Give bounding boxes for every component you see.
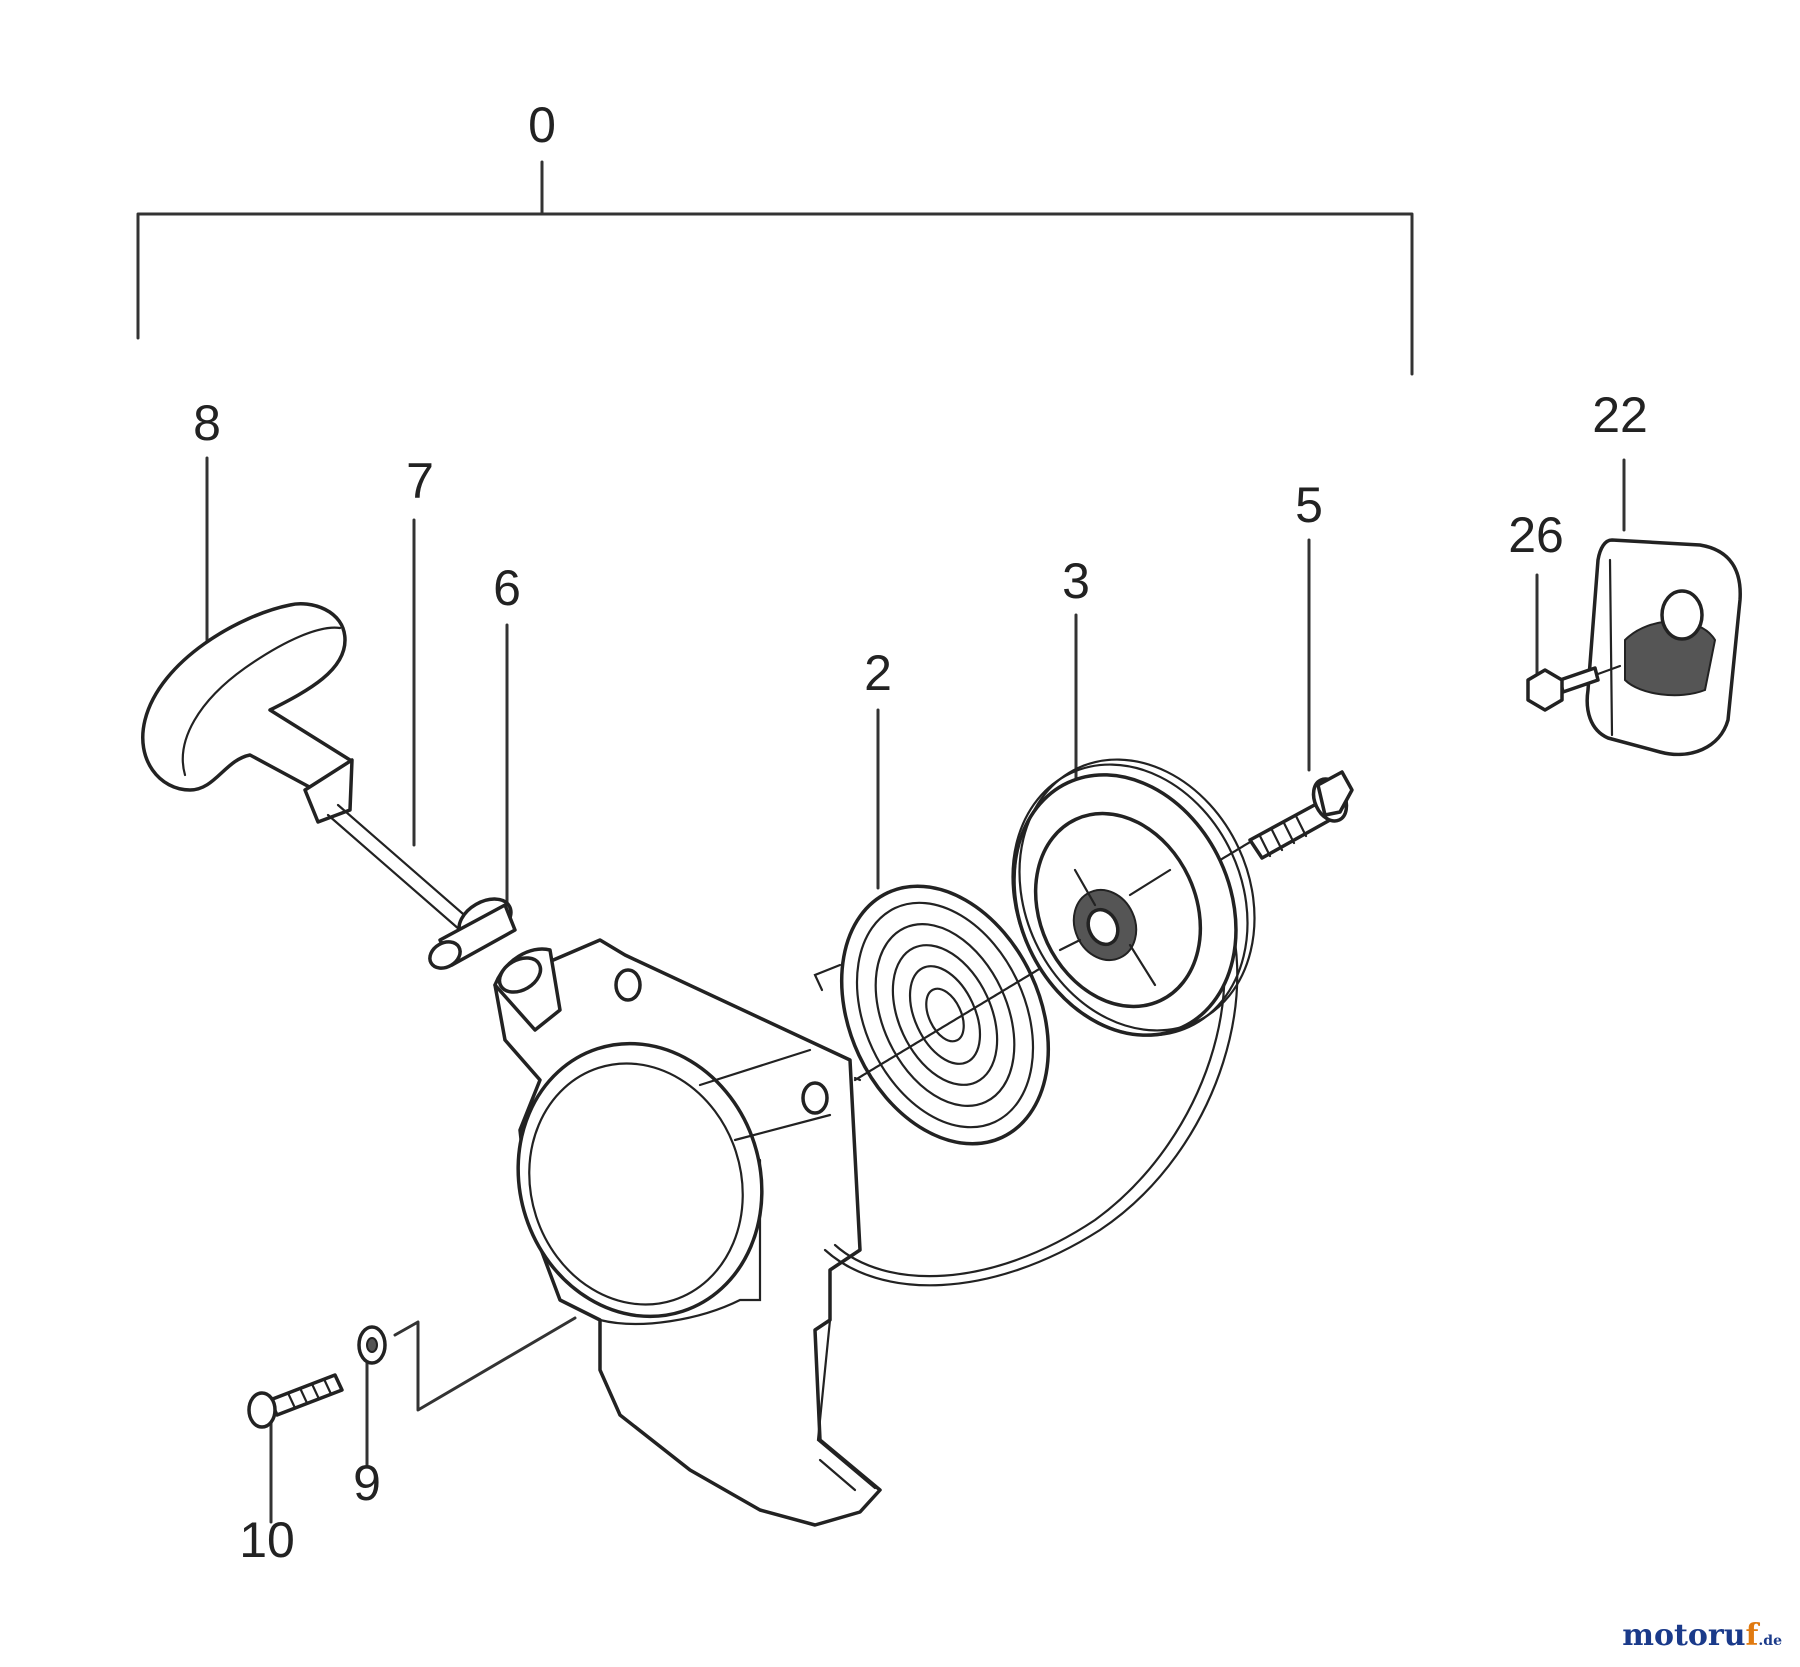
callout-2: 2 bbox=[864, 645, 892, 701]
bushing-part-6 bbox=[428, 897, 517, 970]
callout-10: 10 bbox=[239, 1512, 295, 1568]
assembly-bracket bbox=[136, 160, 1414, 376]
starter-rope-loop bbox=[823, 878, 1239, 1287]
callout-8: 8 bbox=[193, 395, 221, 451]
callout-9: 9 bbox=[353, 1455, 381, 1511]
watermark-accent: f bbox=[1745, 1618, 1759, 1653]
callout-6: 6 bbox=[493, 560, 521, 616]
callout-3: 3 bbox=[1062, 553, 1090, 609]
watermark-main: motoru bbox=[1622, 1618, 1746, 1653]
washer-part-9 bbox=[357, 1325, 387, 1365]
callout-0: 0 bbox=[528, 97, 556, 153]
callout-labels: 0 8 7 6 2 3 5 22 26 9 10 bbox=[193, 97, 1648, 1568]
watermark-tld: .de bbox=[1758, 1633, 1782, 1649]
callout-26: 26 bbox=[1508, 507, 1564, 563]
recoil-spring-part-2 bbox=[813, 884, 1051, 1146]
callout-5: 5 bbox=[1295, 477, 1323, 533]
leader-lines bbox=[205, 456, 1626, 1524]
pull-handle-part-8 bbox=[141, 602, 354, 824]
bolt-part-10 bbox=[247, 1373, 344, 1429]
screw-part-26 bbox=[1526, 664, 1622, 712]
starter-housing bbox=[493, 938, 882, 1527]
rope-part-7 bbox=[326, 803, 472, 932]
screw-part-5 bbox=[1248, 770, 1354, 860]
cover-part-22 bbox=[1585, 538, 1742, 757]
pulley-part-3 bbox=[1011, 758, 1256, 1037]
callout-7: 7 bbox=[406, 453, 434, 509]
watermark-logo: motoruf.de bbox=[1622, 1618, 1782, 1653]
callout-22: 22 bbox=[1592, 387, 1648, 443]
